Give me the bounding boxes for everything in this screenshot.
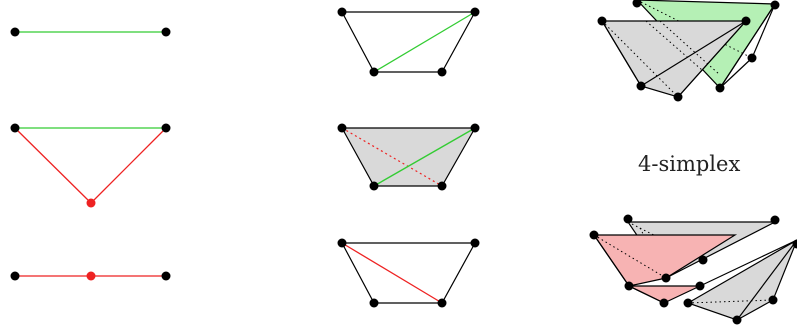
panel-4-simplex-bottom xyxy=(589,214,797,325)
panel-1d-subdivided-edge xyxy=(10,271,171,281)
panel-trapezoid-green-diagonal xyxy=(337,7,480,77)
panel-4-simplex-top xyxy=(597,0,780,102)
label-4-simplex: 4-simplex xyxy=(638,152,740,176)
panel-trapezoid-shaded xyxy=(337,123,480,191)
panel-trapezoid-red-diagonal xyxy=(337,238,480,308)
panel-1d-edge xyxy=(10,27,171,37)
panel-1d-triangle-path xyxy=(10,123,171,208)
